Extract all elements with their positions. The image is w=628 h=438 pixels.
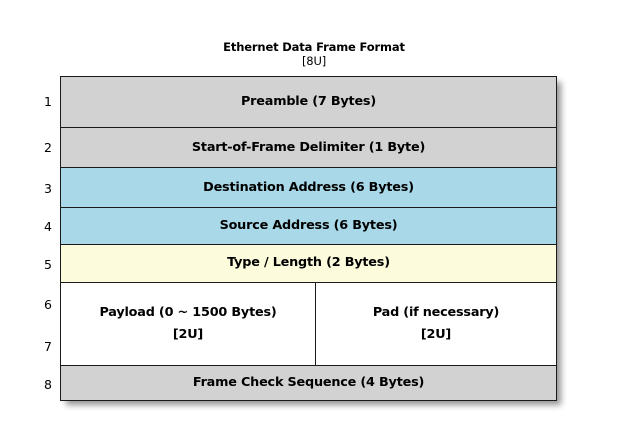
row-number-1: 1 [44,94,52,109]
frame-field-start-of-frame-delimiter-label: Start-of-Frame Delimiter (1 Byte) [191,139,426,155]
frame-field-pad: Pad (if necessary) [2U] [316,283,556,365]
frame-field-destination-address: Destination Address (6 Bytes) [61,168,556,209]
frame-field-preamble-label: Preamble (7 Bytes) [241,93,376,109]
row-number-4: 4 [44,219,52,234]
row-number-2: 2 [44,140,52,155]
row-number-8: 8 [44,376,52,392]
diagram-title-block: Ethernet Data Frame Format [8U] [0,40,628,68]
frame-field-frame-check-sequence-label: Frame Check Sequence (4 Bytes) [192,375,425,391]
frame-field-type-length-label: Type / Length (2 Bytes) [227,255,390,271]
frame-field-frame-check-sequence: Frame Check Sequence (4 Bytes) [61,366,556,400]
page-subtitle: [8U] [301,53,327,68]
frame-field-payload-label: Payload (0 ~ 1500 Bytes) [99,304,277,320]
ethernet-frame-table: Preamble (7 Bytes) Start-of-Frame Delimi… [60,76,557,401]
frame-field-destination-address-label: Destination Address (6 Bytes) [203,179,414,195]
row-number-5: 5 [44,256,52,272]
row-number-3: 3 [44,180,52,196]
frame-field-source-address: Source Address (6 Bytes) [61,208,556,245]
frame-field-start-of-frame-delimiter: Start-of-Frame Delimiter (1 Byte) [61,127,556,169]
frame-field-preamble: Preamble (7 Bytes) [61,77,556,128]
frame-field-pad-annotation: [2U] [420,326,452,342]
frame-field-payload-annotation: [2U] [172,326,204,342]
row-number-7: 7 [44,338,52,354]
frame-field-payload-pad-row: Payload (0 ~ 1500 Bytes) [2U] Pad (if ne… [61,282,556,367]
frame-field-payload: Payload (0 ~ 1500 Bytes) [2U] [61,282,316,366]
frame-field-source-address-label: Source Address (6 Bytes) [219,218,398,234]
row-number-gutter: 1 2 3 4 5 6 7 8 [38,76,58,401]
row-number-6: 6 [44,296,52,312]
frame-field-pad-label: Pad (if necessary) [372,304,500,320]
frame-field-type-length: Type / Length (2 Bytes) [61,244,556,283]
page-title: Ethernet Data Frame Format [223,40,405,54]
